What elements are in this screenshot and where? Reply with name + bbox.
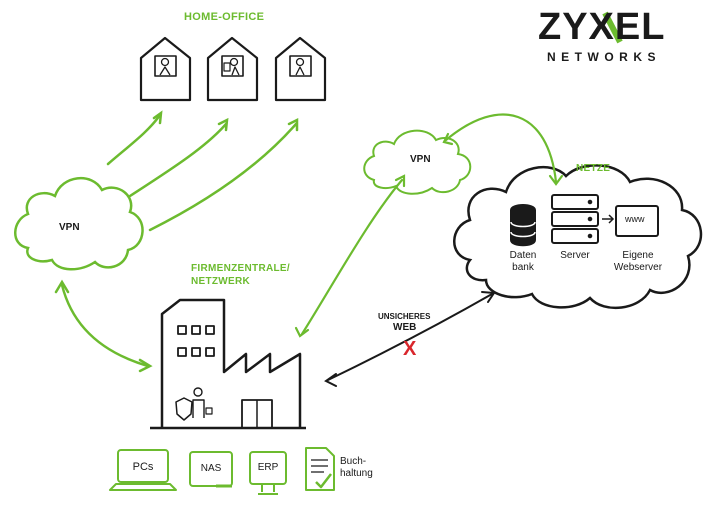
nas-icon: [189, 451, 233, 487]
brand-logo-subtitle: NETWORKS: [547, 50, 661, 64]
device-icons: [109, 447, 335, 495]
laptop-icon: [117, 449, 169, 483]
www-label: www: [625, 214, 645, 224]
document-icon: [305, 447, 335, 491]
unsafe-web-line1: UNSICHERES: [378, 312, 431, 321]
database-label-line2: bank: [512, 262, 534, 273]
nas-label: NAS: [200, 463, 222, 474]
netze-cloud: [453, 164, 703, 310]
database-label-line1: Daten: [509, 250, 537, 261]
erp-label: ERP: [257, 462, 279, 473]
server-label: Server: [560, 250, 590, 261]
unsafe-web-arrow: [324, 291, 496, 387]
vpn-cloud-left: [14, 176, 144, 271]
erp-monitor-icon: [249, 451, 287, 485]
vpn-to-netze-arrow: [442, 113, 564, 186]
vpn-to-home-arrows: [106, 110, 299, 232]
unsafe-web-line2: WEB: [393, 322, 417, 333]
house-2: [206, 36, 259, 102]
hq-title-line1: FIRMENZENTRALE/: [191, 263, 290, 274]
house-1: [139, 36, 192, 102]
hq-building: [150, 298, 306, 430]
unsafe-web-x-mark: X: [403, 338, 417, 360]
vpn-cloud-top: [363, 129, 472, 195]
accounting-label-line1: Buch-: [340, 456, 367, 467]
home-office-houses: [139, 36, 327, 102]
webserver-label-line2: Webserver: [613, 262, 663, 273]
accounting-label-line2: haltung: [340, 468, 373, 479]
hq-to-vpn-arrow: [294, 174, 406, 338]
home-office-title: HOME-OFFICE: [184, 11, 265, 23]
vpn-left-label: VPN: [59, 222, 80, 233]
house-3: [274, 36, 327, 102]
zyxel-logo-slash: [602, 11, 623, 44]
vpn-top-label: VPN: [410, 154, 431, 165]
netze-icons: [510, 194, 659, 247]
database-icon: [510, 204, 536, 247]
server-icon: [551, 194, 599, 244]
pcs-label: PCs: [132, 461, 154, 473]
webserver-icon: [615, 205, 659, 237]
vpn-to-hq-arrow: [54, 279, 153, 373]
webserver-label-line1: Eigene: [622, 250, 654, 261]
hq-title-line2: NETZWERK: [191, 276, 251, 287]
brand-logo-text: ZYXEL: [538, 6, 666, 48]
netze-title: NETZE: [576, 163, 611, 174]
